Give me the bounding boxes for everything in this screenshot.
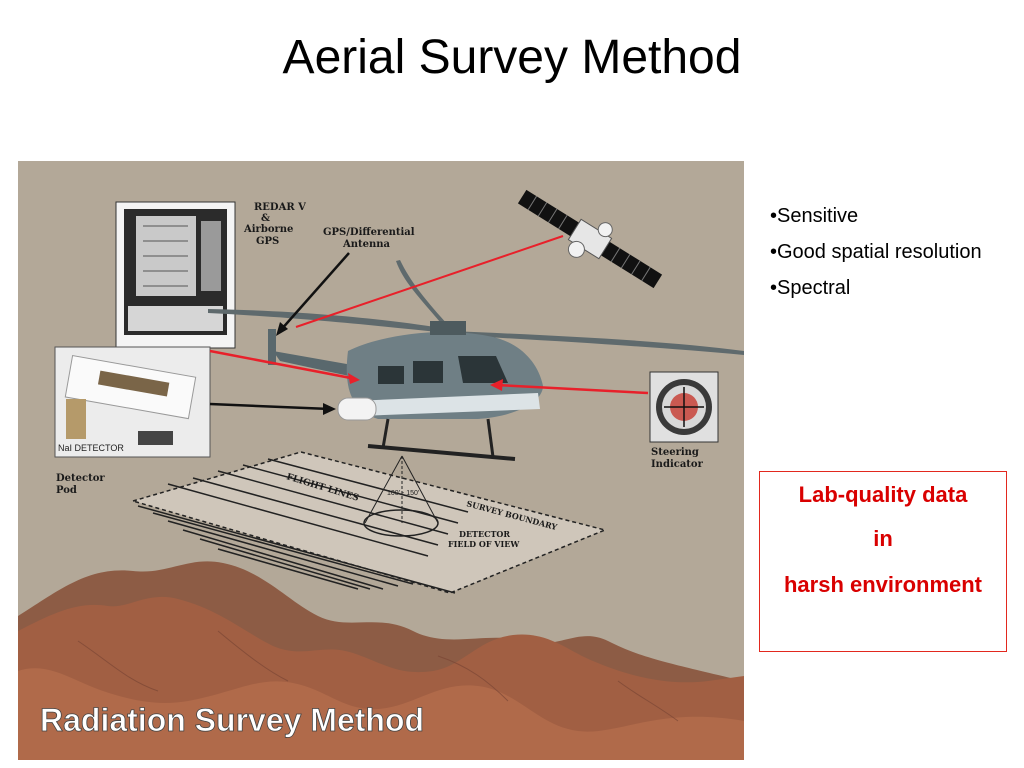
nai-detector-image: NaI DETECTOR	[54, 346, 211, 458]
steering-indicator-image	[649, 371, 719, 443]
redar-label-2: &	[261, 213, 270, 224]
nai-detector-label: NaI DETECTOR	[58, 443, 124, 453]
satellite-icon	[517, 189, 663, 289]
helicopter-image	[208, 260, 744, 461]
detector-fov-label-2: FIELD OF VIEW	[448, 539, 520, 549]
black-connector-arrows	[209, 252, 350, 415]
figure-caption: Radiation Survey Method	[40, 702, 424, 738]
survey-grid: 100' - 150' FLIGHT LINES SURVEY BOUNDARY…	[130, 451, 608, 594]
radiation-survey-figure: 100' - 150' FLIGHT LINES SURVEY BOUNDARY…	[18, 161, 744, 760]
bullet-spectral: •Spectral	[770, 277, 851, 299]
bullet-spatial-resolution: •Good spatial resolution	[770, 241, 982, 263]
detector-pod-label-2: Pod	[56, 485, 77, 496]
gps-antenna-label-2: Antenna	[342, 239, 391, 250]
feature-bullet-list: •Sensitive •Good spatial resolution •Spe…	[770, 204, 1010, 312]
callout-line-1: Lab-quality data	[798, 482, 968, 507]
callout-line-2: in	[873, 526, 893, 551]
red-connector-arrows	[209, 235, 649, 395]
redar-label-1: REDAR V	[254, 202, 306, 213]
detector-fov-label-1: DETECTOR	[459, 529, 510, 539]
detector-pod-label-1: Detector	[56, 473, 105, 484]
mountains	[18, 561, 744, 760]
bullet-sensitive: •Sensitive	[770, 205, 859, 227]
steering-label-2: Indicator	[651, 459, 704, 470]
altitude-label: 100' - 150'	[387, 490, 419, 497]
slide-title: Aerial Survey Method	[282, 31, 742, 84]
gps-antenna-label-1: GPS/Differential	[323, 227, 415, 238]
redar-equipment-image	[115, 201, 236, 349]
redar-label-4: GPS	[256, 236, 279, 247]
lab-quality-callout: Lab-quality data in harsh environment	[759, 471, 1007, 652]
callout-line-3: harsh environment	[783, 572, 983, 597]
steering-label-1: Steering	[651, 447, 699, 458]
redar-label-3: Airborne	[243, 224, 293, 235]
